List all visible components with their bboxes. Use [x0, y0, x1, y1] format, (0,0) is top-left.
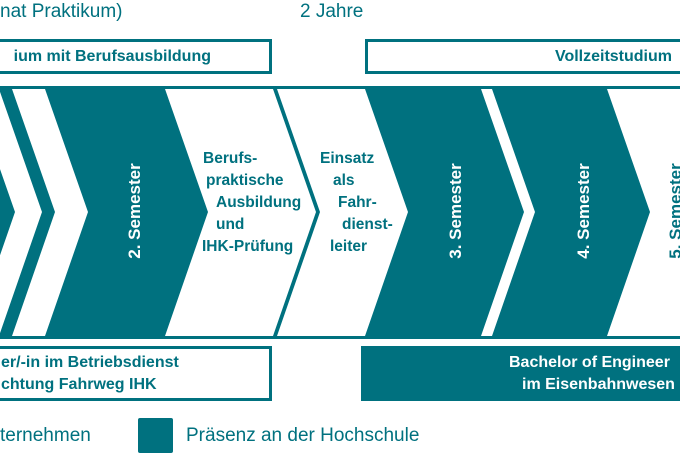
- chevron-ausbildung: [165, 89, 316, 336]
- legend-company-label: ternehmen: [0, 425, 91, 446]
- degree-line: Bachelor of Engineer: [509, 354, 670, 371]
- einsatz-text: Einsatz als Fahr- dienst- leiter: [320, 148, 393, 258]
- semester-3-label: 3. Semester: [446, 163, 465, 259]
- einsatz-line: Fahr-: [338, 194, 377, 211]
- ausbildung-line: praktische: [206, 172, 284, 189]
- einsatz-line: dienst-: [342, 216, 393, 233]
- degree-line: im Eisenbahnwesen: [522, 376, 675, 393]
- ausbildung-line: IHK-Prüfung: [202, 238, 294, 255]
- chevron-white-2: [12, 89, 88, 336]
- ausbildung-text: Berufs- praktische Ausbildung und IHK-Pr…: [202, 148, 301, 258]
- einsatz-line: Einsatz: [320, 150, 375, 167]
- chevron-einsatz: [277, 89, 408, 336]
- chevron-gap: [481, 89, 535, 336]
- phase-box-right-label: Vollzeitstudium: [554, 48, 672, 65]
- semester-4-label: 4. Semester: [574, 163, 593, 259]
- phase-box-left-label: ium mit Berufsausbildung: [13, 48, 211, 65]
- ausbildung-line: Berufs-: [203, 150, 258, 167]
- phase-box-left: ium mit Berufsausbildung: [0, 39, 272, 74]
- degree-line: er/-in im Betriebsdienst: [1, 354, 179, 371]
- degree-line: chtung Fahrweg IHK: [1, 376, 157, 393]
- ausbildung-line: Ausbildung: [216, 194, 302, 211]
- degree-left-text: er/-in im Betriebsdienst chtung Fahrweg …: [1, 352, 179, 396]
- chevron-semester-5: [607, 89, 680, 336]
- einsatz-line: als: [333, 172, 355, 189]
- semester-5-label: 5. Semester: [666, 163, 680, 259]
- einsatz-line: leiter: [330, 238, 368, 255]
- period-label-left: nat Praktikum): [0, 1, 123, 22]
- chevron-white-1: [0, 91, 42, 334]
- semester-2-label: 2. Semester: [125, 163, 144, 259]
- legend-university-label: Präsenz an der Hochschule: [186, 425, 420, 446]
- phase-box-right: Vollzeitstudium: [365, 39, 680, 74]
- degree-box-left: er/-in im Betriebsdienst chtung Fahrweg …: [0, 346, 272, 401]
- legend-university-swatch: [138, 418, 173, 453]
- period-label-right: 2 Jahre: [300, 1, 364, 22]
- degree-right-text: Bachelor of Engineer im Eisenbahnwesen: [504, 352, 675, 396]
- ausbildung-line: und: [216, 216, 245, 233]
- degree-box-right: Bachelor of Engineer im Eisenbahnwesen: [361, 346, 680, 401]
